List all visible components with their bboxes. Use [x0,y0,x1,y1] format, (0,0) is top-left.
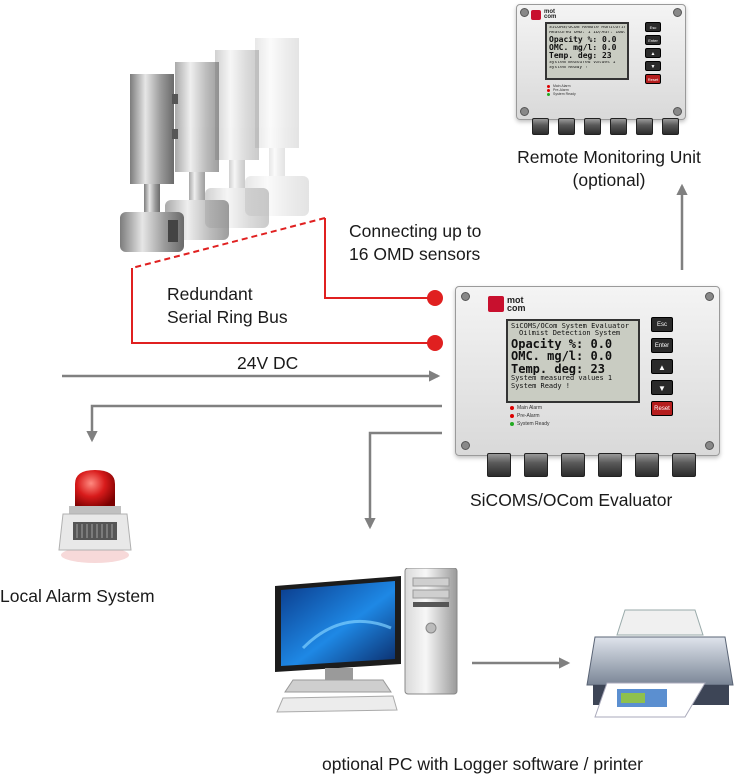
cable-gland [487,453,511,477]
led-system-ready: System Ready [510,420,550,428]
up-button[interactable]: ▲ [651,359,673,374]
cable-gland [598,453,622,477]
remote-unit-label: Remote Monitoring Unit (optional) [517,147,701,190]
lcd-line: Opacity %: 0.0 [511,337,613,351]
red-led-icon [547,84,550,88]
screw [520,107,529,116]
led-label: System Ready [553,92,576,96]
enter-button[interactable]: Enter [645,35,661,45]
remote-lcd: SiCOMS/OCom Remote Monitoring Measured O… [545,22,629,80]
screw [461,292,470,301]
ring-bus-label: Redundant Serial Ring Bus [167,284,288,327]
screw [461,441,470,450]
ring-bus-dot-upper [427,290,443,306]
cable-gland [532,118,549,135]
lcd-line: System measured values 1 [549,60,616,65]
logo-text: mot com [507,295,526,314]
lcd-line: OMC. mg/l: 0.0 [511,350,613,363]
led-system-ready: System Ready [547,92,576,96]
red-led-icon [510,406,514,410]
remote-cable-glands [532,118,679,135]
lcd-line: Measured OMD: 1 ID/Adr: 1001 [549,30,625,35]
led-label: Pre-Alarm [553,88,569,92]
brand-logo: mot com [531,9,557,21]
led-main-alarm: Main Alarm [510,404,550,412]
led-main-alarm: Main Alarm [547,84,576,88]
ring-bus-line-upper [324,218,433,299]
pc-arrow [364,431,442,530]
led-label: Main Alarm [517,405,543,411]
lcd-line: Oilmist Detection System [519,330,621,338]
reset-button[interactable]: Reset [651,401,673,416]
esc-button[interactable]: Esc [645,22,661,32]
red-led-icon [510,414,514,418]
printer-icon [586,609,734,718]
brand-logo: mot com [488,295,526,314]
lcd-line: Opacity %: 0.0 [549,35,617,44]
screw [673,107,682,116]
ring-bus-line-lower [131,268,433,344]
cable-gland [558,118,575,135]
evaluator-label: SiCOMS/OCom Evaluator [470,490,673,510]
green-led-icon [510,422,514,426]
up-button[interactable]: ▲ [645,48,661,58]
ring-bus-dot-lower [427,335,443,351]
remote-status-leds: Main Alarm Pre-Alarm System Ready [547,84,576,96]
led-label: Main Alarm [553,84,571,88]
lcd-line: System Ready ! [549,65,588,70]
alarm-arrow [86,404,442,443]
cable-gland [635,453,659,477]
cable-gland [672,453,696,477]
ring-bus-dashed [131,217,326,269]
screw [705,441,714,450]
lcd-line: System Ready ! [511,382,571,390]
lcd-line: Temp. deg: 23 [511,362,605,376]
evaluator-status-leds: Main Alarm Pre-Alarm System Ready [510,404,550,428]
evaluator-cable-glands [487,453,696,477]
led-pre-alarm: Pre-Alarm [510,412,550,420]
cable-gland [584,118,601,135]
lcd-line: SiCOMS/OCom Remote Monitoring [549,26,625,30]
evaluator-device: mot com SiCOMS/OCom System Evaluator Oil… [455,286,720,456]
red-led-icon [547,88,550,92]
cable-gland [524,453,548,477]
screw [673,8,682,17]
power-label: 24V DC [237,353,299,373]
evaluator-lcd: SiCOMS/OCom System Evaluator Oilmist Det… [506,319,640,403]
logo-mark-icon [531,10,541,21]
logo-text: mot com [544,9,557,21]
remote-keypad: Esc Enter ▲ ▼ Reset [645,22,661,84]
reset-button[interactable]: Reset [645,74,661,84]
evaluator-keypad: Esc Enter ▲ ▼ Reset [651,317,673,416]
led-label: System Ready [517,421,550,427]
lcd-line: OMC. mg/l: 0.0 [549,44,617,53]
pc-printer-label: optional PC with Logger software / print… [322,754,643,774]
cable-gland [662,118,679,135]
connecting-label: Connecting up to 16 OMD sensors [349,221,482,264]
alarm-beacon-icon [58,470,132,563]
lcd-line: Temp. deg: 23 [549,52,612,61]
green-led-icon [547,92,550,96]
down-button[interactable]: ▼ [645,61,661,71]
lcd-line: System measured values 1 [511,375,613,383]
esc-button[interactable]: Esc [651,317,673,332]
cable-gland [636,118,653,135]
logo-mark-icon [488,296,504,313]
down-button[interactable]: ▼ [651,380,673,395]
led-label: Pre-Alarm [517,413,540,419]
lcd-line: SiCOMS/OCom System Evaluator [511,323,630,330]
remote-monitoring-unit: mot com SiCOMS/OCom Remote Monitoring Me… [516,4,686,120]
pc-icon [275,568,458,713]
cable-gland [561,453,585,477]
omd-sensors-illustration [120,38,309,252]
enter-button[interactable]: Enter [651,338,673,353]
screw [520,8,529,17]
local-alarm-label: Local Alarm System [0,586,155,606]
cable-gland [610,118,627,135]
screw [705,292,714,301]
led-pre-alarm: Pre-Alarm [547,88,576,92]
